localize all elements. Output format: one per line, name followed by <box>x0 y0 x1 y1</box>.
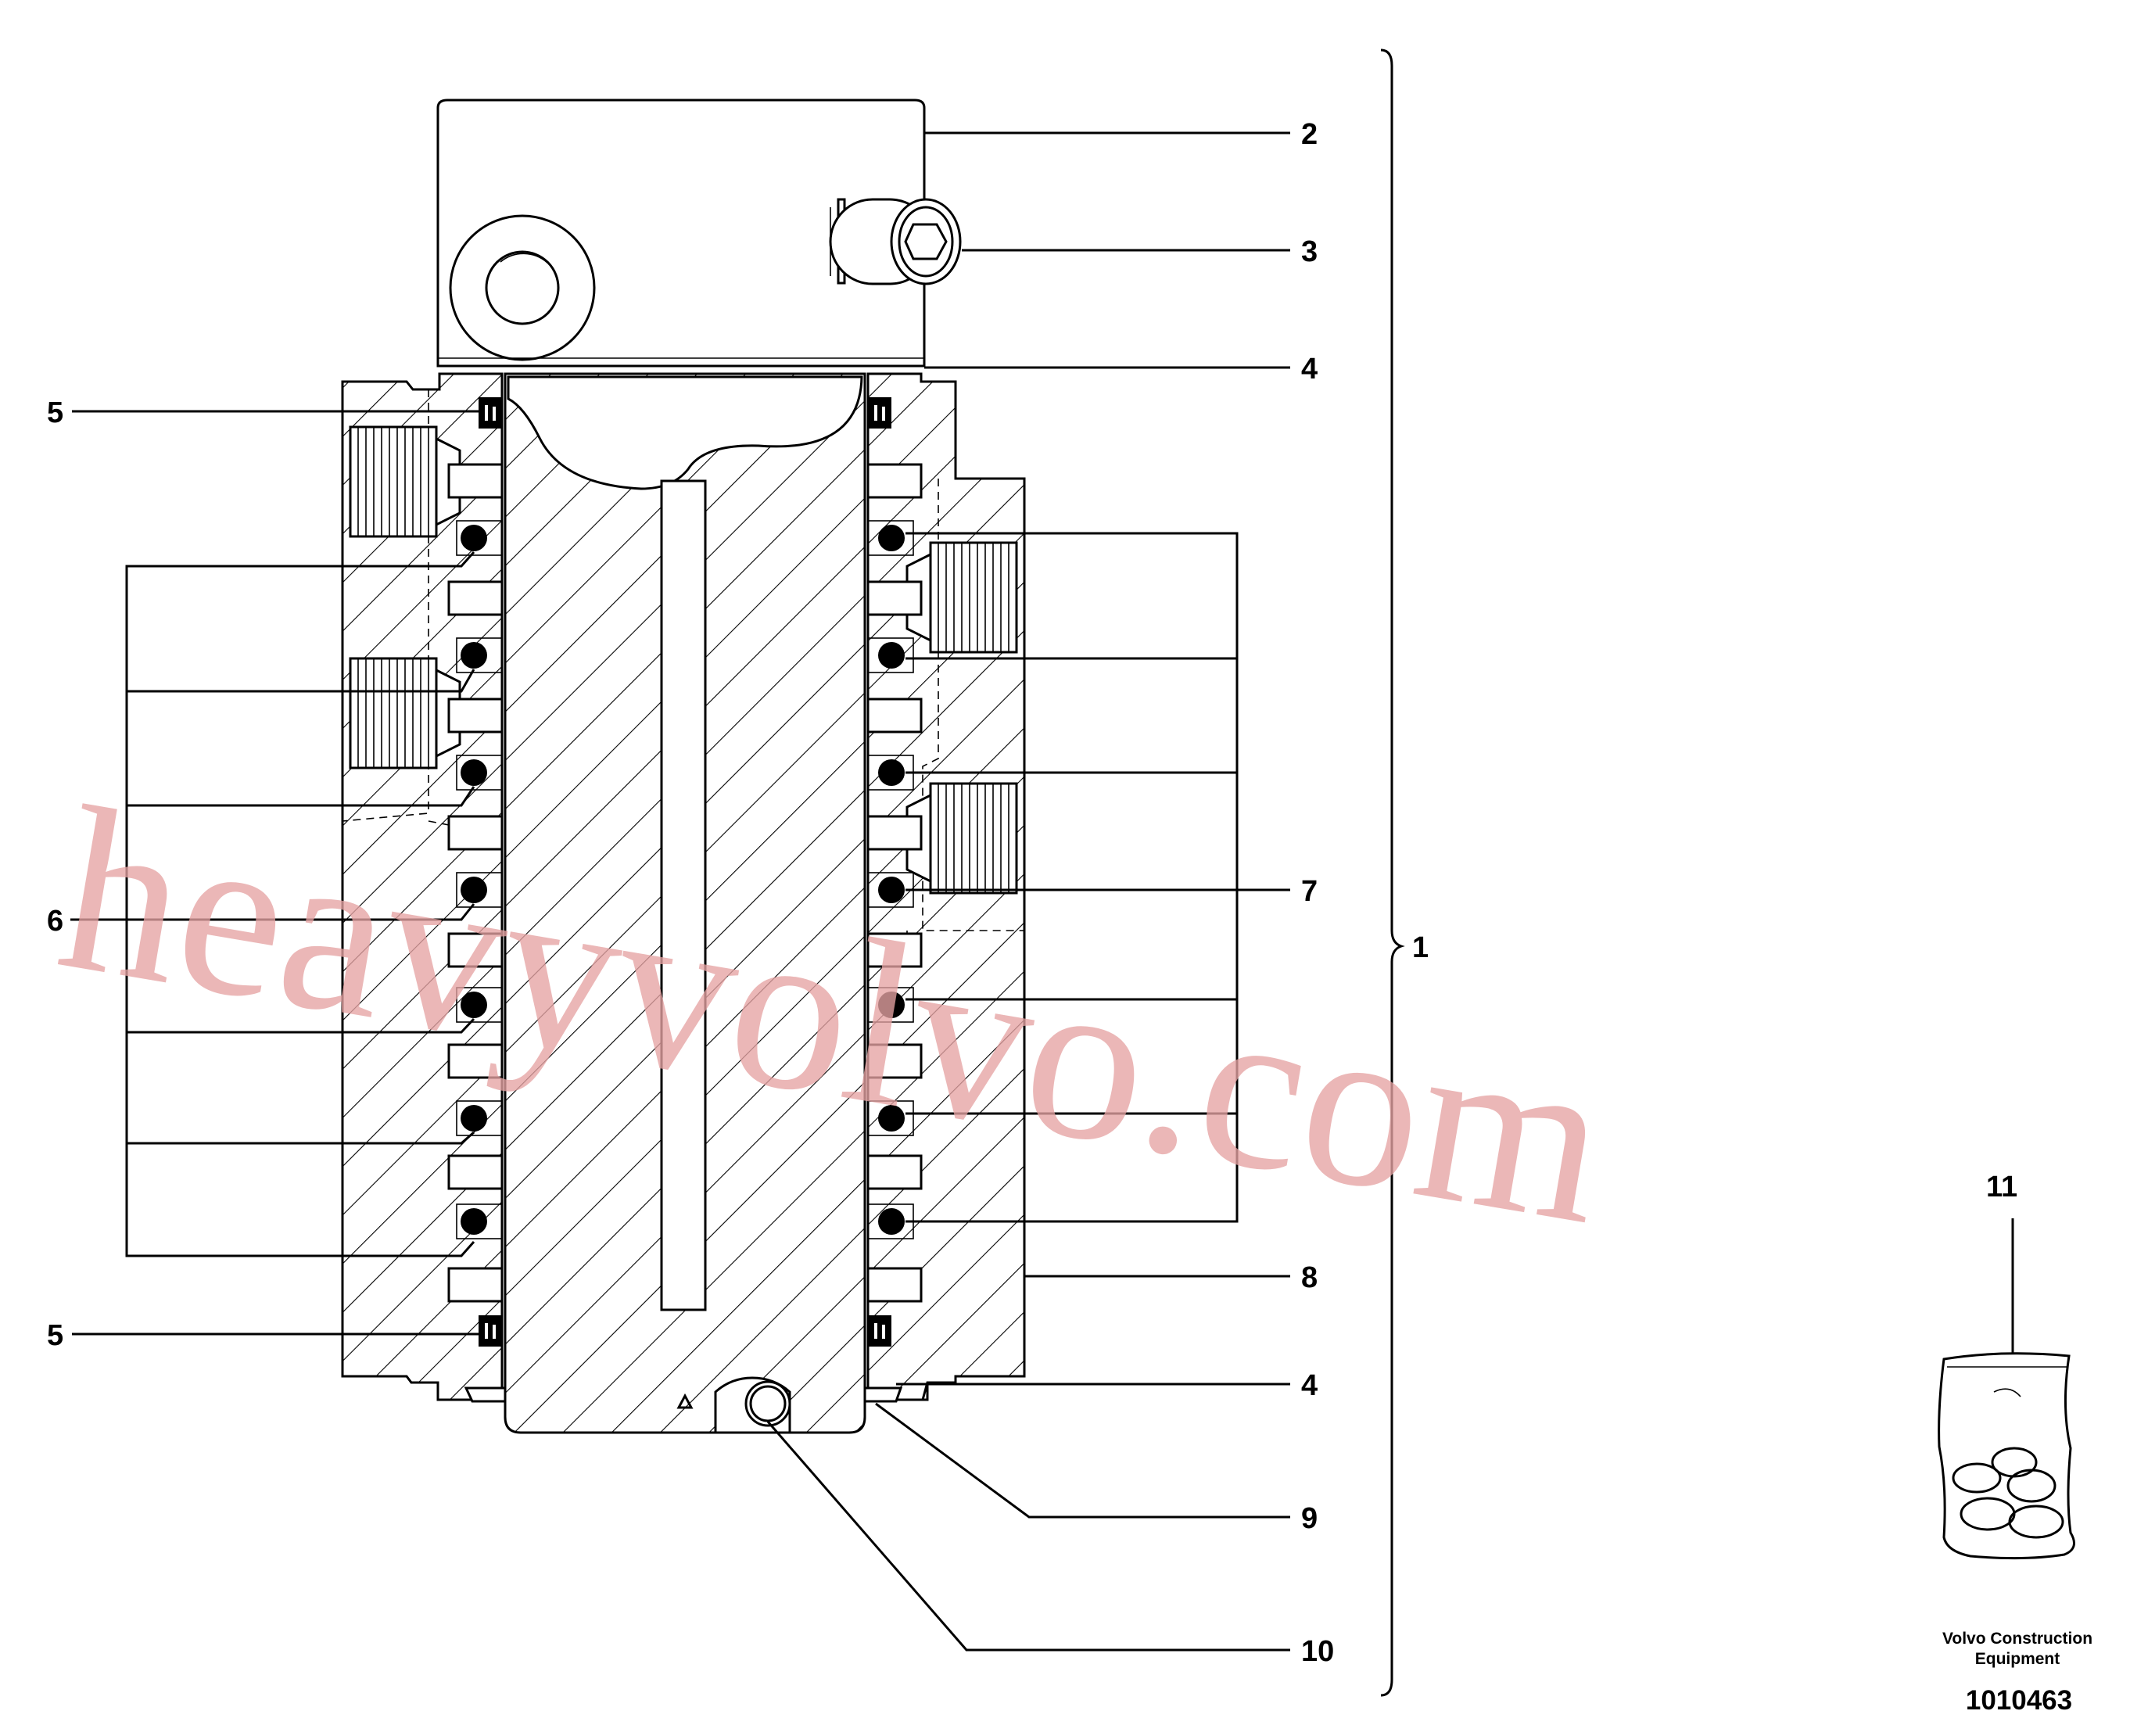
document-number: 1010463 <box>1966 1685 2072 1716</box>
callout-7: 7 <box>1301 875 1318 908</box>
callout-8: 8 <box>1301 1261 1318 1294</box>
leader-lines <box>70 131 2014 1652</box>
callout-2: 2 <box>1301 118 1318 151</box>
callout-6: 6 <box>47 905 63 938</box>
o-rings <box>456 520 914 1239</box>
assembly-brace <box>1380 48 1405 1697</box>
callout-4-bottom: 4 <box>1301 1369 1318 1402</box>
top-block <box>436 99 962 368</box>
wiper-seals <box>479 397 891 1347</box>
callout-9: 9 <box>1301 1502 1318 1535</box>
brand-line-2: Equipment <box>1975 1650 2060 1668</box>
callout-5-top: 5 <box>47 396 63 429</box>
seal-kit-bag-icon <box>1938 1352 2075 1560</box>
callout-3: 3 <box>1301 235 1318 268</box>
brand-line-1: Volvo Construction <box>1942 1630 2092 1648</box>
callout-5-bottom: 5 <box>47 1319 63 1352</box>
socket-head-screw <box>829 198 962 285</box>
spool-lands <box>447 463 923 1303</box>
callout-10: 10 <box>1301 1635 1334 1668</box>
callout-1: 1 <box>1412 931 1429 964</box>
callout-4-top: 4 <box>1301 353 1318 386</box>
callout-11: 11 <box>1986 1171 2017 1203</box>
